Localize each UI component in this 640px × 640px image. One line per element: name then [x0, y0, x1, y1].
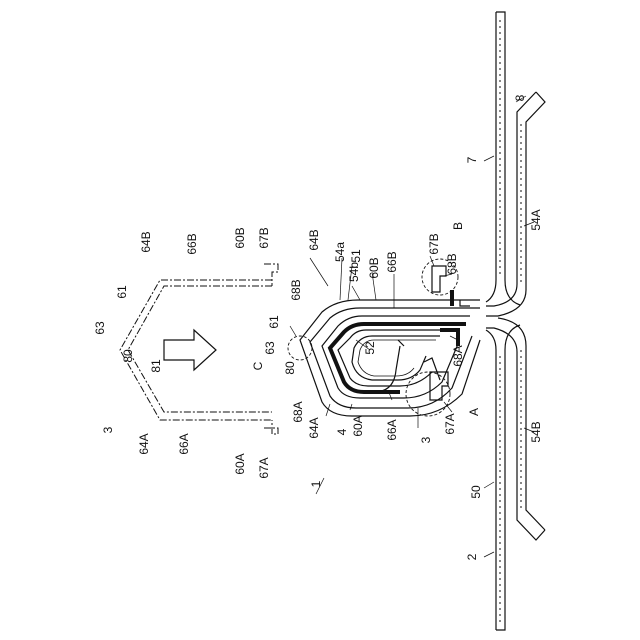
label-66B: 66B — [385, 251, 399, 272]
label-B: B — [451, 222, 465, 230]
assembled-cover — [300, 266, 480, 416]
label-54B: 54B — [529, 421, 543, 442]
label-64B: 64B — [307, 229, 321, 250]
label-2: 2 — [465, 553, 479, 560]
ghost-label-66A: 66A — [177, 433, 191, 454]
ghost-cover — [120, 264, 278, 434]
ghost-label-80: 80 — [121, 349, 135, 363]
label-61: 61 — [267, 315, 281, 329]
ghost-label-60B: 60B — [233, 227, 247, 248]
label-67B: 67B — [427, 233, 441, 254]
label-54a: 54a — [333, 242, 347, 262]
label-8: 8 — [513, 94, 527, 101]
label-54A: 54A — [529, 209, 543, 230]
outer-panel — [486, 12, 520, 630]
label-64A: 64A — [307, 417, 321, 438]
label-4: 4 — [335, 428, 349, 435]
label-67A: 67A — [443, 413, 457, 434]
ghost-label-60A: 60A — [233, 453, 247, 474]
ghost-label-64A: 64A — [137, 433, 151, 454]
insertion-arrow — [164, 330, 216, 370]
ghost-label-68A: 68A — [291, 401, 305, 422]
label-68B: 68B — [445, 253, 459, 274]
label-80: 80 — [283, 361, 297, 375]
label-50: 50 — [469, 485, 483, 499]
ghost-label-3: 3 — [101, 426, 115, 433]
leader-lines — [290, 96, 534, 557]
ghost-label-64B: 64B — [139, 231, 153, 252]
ghost-label-67A: 67A — [257, 457, 271, 478]
label-68A: 68A — [451, 345, 465, 366]
label-51: 51 — [349, 249, 363, 263]
label-63: 63 — [263, 341, 277, 355]
label-60B: 60B — [367, 257, 381, 278]
ghost-label-68B: 68B — [289, 279, 303, 300]
label-52: 52 — [363, 341, 377, 355]
ghost-label-66B: 66B — [185, 233, 199, 254]
label-7: 7 — [465, 156, 479, 163]
ghost-label-67B: 67B — [257, 227, 271, 248]
label-1: 1 — [309, 480, 323, 487]
ghost-label-61: 61 — [115, 285, 129, 299]
label-66A: 66A — [385, 419, 399, 440]
label-60A: 60A — [351, 415, 365, 436]
labels-assembled: 2 7 8 50 54A 54B 1 4 51 52 54a 54b 60A 6… — [251, 94, 543, 560]
member-8 — [486, 92, 545, 540]
label-C: C — [251, 361, 265, 370]
ghost-label-81: 81 — [149, 359, 163, 373]
ghost-label-63: 63 — [93, 321, 107, 335]
label-A: A — [467, 408, 481, 416]
label-54b: 54b — [347, 262, 361, 282]
label-3: 3 — [419, 436, 433, 443]
